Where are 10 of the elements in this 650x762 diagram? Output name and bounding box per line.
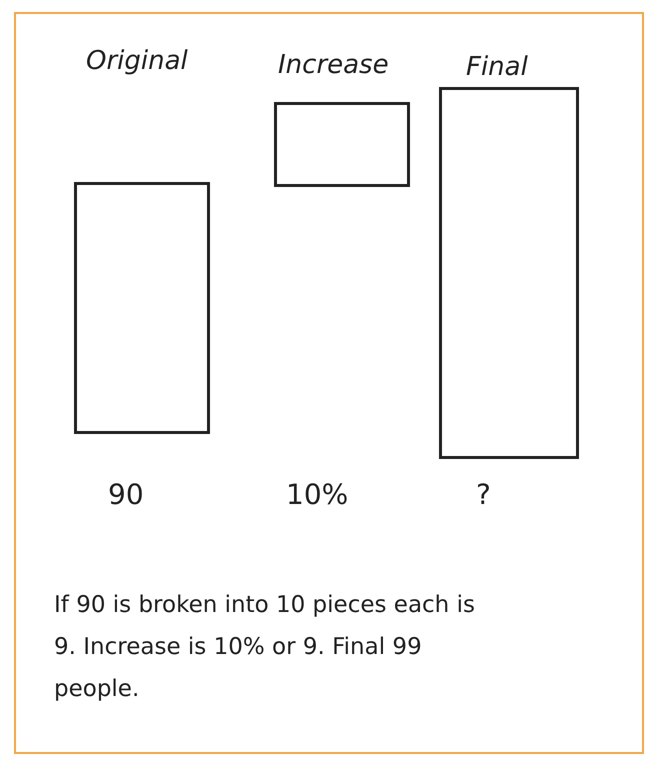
bar-box [274,102,410,187]
column-heading: Increase [278,50,389,80]
note-text: If 90 is broken into 10 pieces each is 9. Increase is 10% or 9. Final 99 people. [54,591,476,704]
bar-box [439,87,579,459]
bar-box [74,182,210,434]
column-heading: Original [86,46,188,76]
value-label: ? [476,478,491,511]
value-label: 10% [286,478,348,511]
value-label: 90 [108,478,144,511]
column-heading: Final [466,52,528,82]
